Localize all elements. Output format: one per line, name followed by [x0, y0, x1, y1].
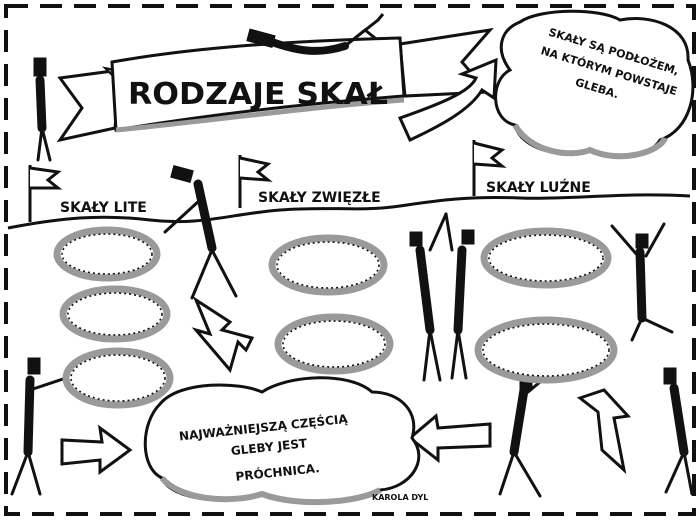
- category-label-lite: SKAŁY LITE: [60, 200, 147, 216]
- blank-ovals: [53, 226, 618, 409]
- figure-pair: [409, 212, 475, 382]
- figure-walking: [163, 165, 238, 300]
- arrow-right-icon: [60, 424, 133, 475]
- blank-oval[interactable]: [62, 347, 174, 409]
- dashed-frame: [4, 4, 696, 516]
- figure-pointing: [10, 357, 74, 496]
- figure-cheering: [610, 222, 674, 342]
- figure-standing-left: [33, 57, 52, 162]
- blank-oval[interactable]: [474, 316, 618, 384]
- category-label-zwiezle: SKAŁY ZWIĘZŁE: [258, 190, 381, 206]
- blank-oval[interactable]: [59, 285, 171, 343]
- blank-oval[interactable]: [480, 227, 612, 289]
- figure-lying: [246, 13, 385, 55]
- title-banner: [56, 27, 494, 143]
- category-label-luzne: SKAŁY LUŹNE: [486, 178, 591, 196]
- arrow-curved-icon: [576, 388, 632, 475]
- blank-oval[interactable]: [53, 226, 161, 282]
- flag-icon: [238, 155, 273, 208]
- blank-oval[interactable]: [268, 234, 388, 296]
- blank-oval[interactable]: [274, 313, 394, 375]
- flag-icon: [472, 140, 507, 196]
- figure-right: [663, 367, 694, 496]
- flag-icon: [28, 165, 63, 222]
- signature: KAROLA DYL: [372, 493, 428, 502]
- arrow-up-right-icon: [397, 57, 498, 143]
- page-title: RODZAJE SKAŁ: [128, 77, 388, 112]
- arrow-down-icon: [191, 296, 255, 374]
- figure-lifting: [498, 370, 554, 498]
- arrow-left-icon: [407, 413, 492, 464]
- ground-line: [7, 193, 691, 230]
